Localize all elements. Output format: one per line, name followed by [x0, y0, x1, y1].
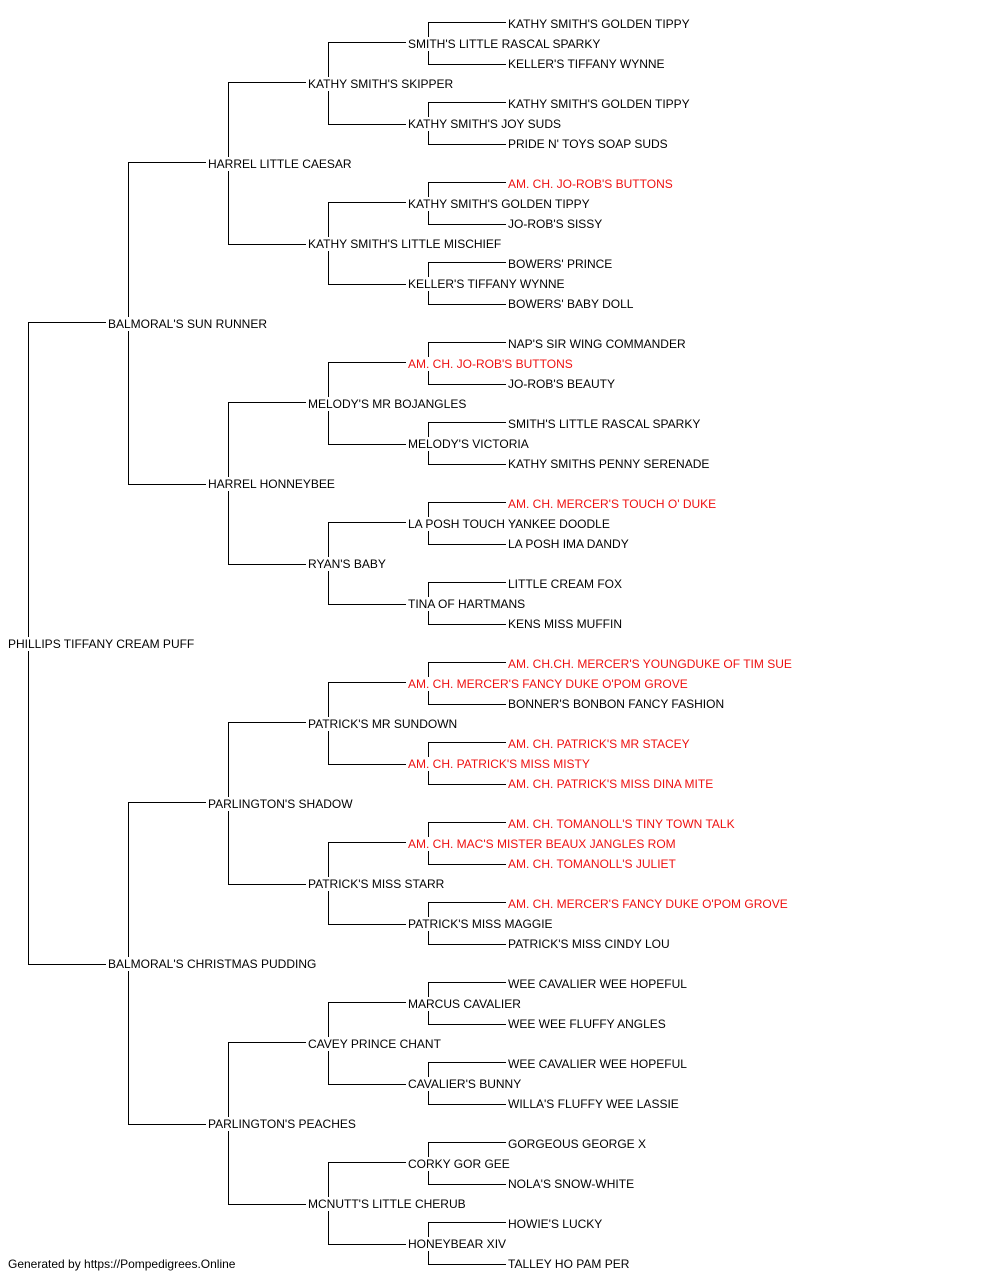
- ancestor-name[interactable]: CORKY GOR GEE: [408, 1157, 511, 1171]
- ancestor-name[interactable]: WEE WEE FLUFFY ANGLES: [508, 1017, 667, 1031]
- ancestor-name[interactable]: JO-ROB'S SISSY: [508, 217, 604, 231]
- ancestor-name[interactable]: KATHY SMITH'S JOY SUDS: [408, 117, 562, 131]
- ancestor-name[interactable]: HOWIE'S LUCKY: [508, 1217, 604, 1231]
- ancestor-name[interactable]: PATRICK'S MISS STARR: [308, 877, 446, 891]
- ancestor-name[interactable]: TINA OF HARTMANS: [408, 597, 527, 611]
- ancestor-name[interactable]: NOLA'S SNOW-WHITE: [508, 1177, 636, 1191]
- ancestor-name[interactable]: MCNUTT'S LITTLE CHERUB: [308, 1197, 467, 1211]
- ancestor-name[interactable]: KATHY SMITH'S SKIPPER: [308, 77, 455, 91]
- ancestor-name[interactable]: BALMORAL'S CHRISTMAS PUDDING: [108, 957, 318, 971]
- ancestor-name[interactable]: AM. CH. MERCER'S FANCY DUKE O'POM GROVE: [508, 897, 789, 911]
- ancestor-name[interactable]: AM. CH. JO-ROB'S BUTTONS: [408, 357, 574, 371]
- ancestor-name[interactable]: PATRICK'S MISS MAGGIE: [408, 917, 554, 931]
- ancestor-name[interactable]: GORGEOUS GEORGE X: [508, 1137, 648, 1151]
- ancestor-name[interactable]: HONEYBEAR XIV: [408, 1237, 508, 1251]
- ancestor-name[interactable]: RYAN'S BABY: [308, 557, 387, 571]
- ancestor-name[interactable]: KENS MISS MUFFIN: [508, 617, 624, 631]
- ancestor-name[interactable]: AM. CH. MERCER'S FANCY DUKE O'POM GROVE: [408, 677, 689, 691]
- ancestor-name[interactable]: KELLER'S TIFFANY WYNNE: [408, 277, 566, 291]
- ancestor-name[interactable]: AM. CH. TOMANOLL'S JULIET: [508, 857, 677, 871]
- ancestor-name[interactable]: PRIDE N' TOYS SOAP SUDS: [508, 137, 669, 151]
- ancestor-name[interactable]: BALMORAL'S SUN RUNNER: [108, 317, 268, 331]
- ancestor-name[interactable]: LITTLE CREAM FOX: [508, 577, 624, 591]
- ancestor-name[interactable]: JO-ROB'S BEAUTY: [508, 377, 616, 391]
- ancestor-name[interactable]: SMITH'S LITTLE RASCAL SPARKY: [408, 37, 602, 51]
- ancestor-name[interactable]: KELLER'S TIFFANY WYNNE: [508, 57, 666, 71]
- ancestor-name[interactable]: MARCUS CAVALIER: [408, 997, 522, 1011]
- ancestor-name[interactable]: KATHY SMITH'S LITTLE MISCHIEF: [308, 237, 503, 251]
- ancestor-name[interactable]: CAVEY PRINCE CHANT: [308, 1037, 442, 1051]
- ancestor-name[interactable]: AM. CH. MAC'S MISTER BEAUX JANGLES ROM: [408, 837, 677, 851]
- ancestor-name[interactable]: TALLEY HO PAM PER: [508, 1257, 631, 1271]
- ancestor-name[interactable]: PATRICK'S MISS CINDY LOU: [508, 937, 671, 951]
- ancestor-name[interactable]: CAVALIER'S BUNNY: [408, 1077, 523, 1091]
- ancestor-name[interactable]: AM. CH. PATRICK'S MISS DINA MITE: [508, 777, 715, 791]
- ancestor-name[interactable]: BOWERS' PRINCE: [508, 257, 614, 271]
- ancestor-name[interactable]: AM. CH. MERCER'S TOUCH O' DUKE: [508, 497, 718, 511]
- ancestor-name[interactable]: WEE CAVALIER WEE HOPEFUL: [508, 977, 688, 991]
- ancestor-name[interactable]: MELODY'S MR BOJANGLES: [308, 397, 468, 411]
- ancestor-name[interactable]: AM. CH. PATRICK'S MISS MISTY: [408, 757, 591, 771]
- ancestor-name[interactable]: KATHY SMITHS PENNY SERENADE: [508, 457, 711, 471]
- ancestor-name[interactable]: MELODY'S VICTORIA: [408, 437, 530, 451]
- ancestor-name[interactable]: WILLA'S FLUFFY WEE LASSIE: [508, 1097, 680, 1111]
- ancestor-name[interactable]: AM. CH. PATRICK'S MR STACEY: [508, 737, 691, 751]
- ancestor-name[interactable]: SMITH'S LITTLE RASCAL SPARKY: [508, 417, 702, 431]
- ancestor-name[interactable]: KATHY SMITH'S GOLDEN TIPPY: [508, 97, 691, 111]
- subject-dog-name[interactable]: PHILLIPS TIFFANY CREAM PUFF: [8, 637, 196, 651]
- ancestor-name[interactable]: PARLINGTON'S SHADOW: [208, 797, 354, 811]
- ancestor-name[interactable]: HARREL HONNEYBEE: [208, 477, 336, 491]
- ancestor-name[interactable]: PARLINGTON'S PEACHES: [208, 1117, 357, 1131]
- ancestor-name[interactable]: LA POSH IMA DANDY: [508, 537, 630, 551]
- ancestor-name[interactable]: PATRICK'S MR SUNDOWN: [308, 717, 459, 731]
- ancestor-name[interactable]: HARREL LITTLE CAESAR: [208, 157, 353, 171]
- ancestor-name[interactable]: AM. CH.CH. MERCER'S YOUNGDUKE OF TIM SUE: [508, 657, 793, 671]
- ancestor-name[interactable]: NAP'S SIR WING COMMANDER: [508, 337, 687, 351]
- ancestor-name[interactable]: AM. CH. JO-ROB'S BUTTONS: [508, 177, 674, 191]
- ancestor-name[interactable]: BONNER'S BONBON FANCY FASHION: [508, 697, 726, 711]
- ancestor-name[interactable]: BOWERS' BABY DOLL: [508, 297, 635, 311]
- ancestor-name[interactable]: KATHY SMITH'S GOLDEN TIPPY: [508, 17, 691, 31]
- ancestor-name[interactable]: AM. CH. TOMANOLL'S TINY TOWN TALK: [508, 817, 736, 831]
- ancestor-name[interactable]: KATHY SMITH'S GOLDEN TIPPY: [408, 197, 591, 211]
- ancestor-name[interactable]: LA POSH TOUCH YANKEE DOODLE: [408, 517, 611, 531]
- ancestor-name[interactable]: WEE CAVALIER WEE HOPEFUL: [508, 1057, 688, 1071]
- generated-by-footer: Generated by https://Pompedigrees.Online: [8, 1257, 236, 1271]
